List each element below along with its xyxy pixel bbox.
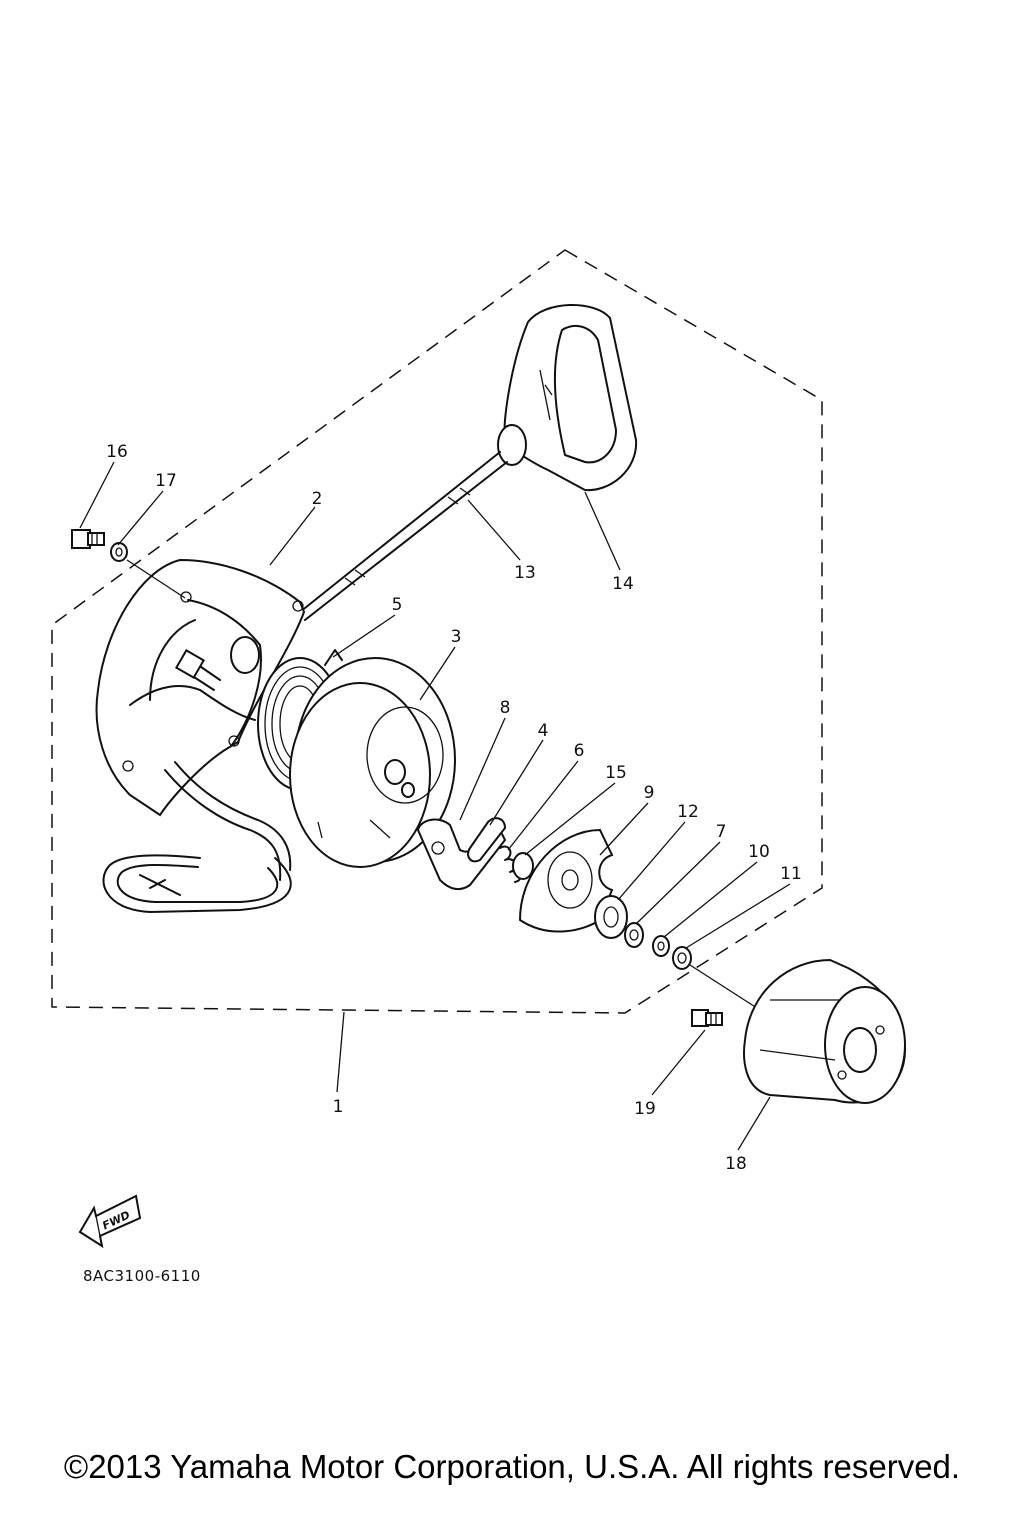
starter-rope-part <box>299 451 508 621</box>
callout-12: 12 <box>677 802 699 822</box>
collar-11-part <box>672 946 692 970</box>
return-spring-part <box>467 817 507 863</box>
callout-labels: 16 17 2 13 14 5 3 8 4 6 15 9 12 7 10 11 … <box>106 442 802 1174</box>
callout-4: 4 <box>538 721 549 741</box>
starter-case-part <box>95 558 306 881</box>
starter-handle-part <box>497 303 638 492</box>
callout-18: 18 <box>725 1154 747 1174</box>
pulley-axis-line <box>689 964 761 1011</box>
callout-11: 11 <box>780 864 802 884</box>
callout-14: 14 <box>612 574 634 594</box>
callout-10: 10 <box>748 842 770 862</box>
forward-arrow-icon: FWD <box>78 1194 142 1249</box>
diagram-reference-code: 8AC3100-6110 <box>83 1267 201 1285</box>
callout-2: 2 <box>312 489 323 509</box>
callout-15: 15 <box>605 763 627 783</box>
callout-9: 9 <box>644 783 655 803</box>
callout-7: 7 <box>716 822 727 842</box>
assembly-axis-line <box>126 559 186 599</box>
callout-19: 19 <box>634 1099 656 1119</box>
bolt-part <box>71 529 105 549</box>
rope-coil <box>102 854 292 913</box>
washer-7-part <box>624 922 644 948</box>
starter-pulley-part <box>743 958 907 1104</box>
callout-6: 6 <box>574 741 585 761</box>
callout-1: 1 <box>333 1097 344 1117</box>
washer-12-part <box>594 895 628 939</box>
washer-part <box>110 542 128 562</box>
washer-10-part <box>652 935 670 957</box>
assembly-boundary <box>51 249 823 1014</box>
leader-lines <box>79 461 791 1151</box>
sheave-drum-part <box>289 657 456 868</box>
callout-3: 3 <box>451 627 462 647</box>
copyright-notice: ©2013 Yamaha Motor Corporation, U.S.A. A… <box>63 1448 961 1485</box>
callout-8: 8 <box>500 698 511 718</box>
drive-plate-part <box>518 828 614 933</box>
callout-13: 13 <box>514 563 536 583</box>
spacer-part <box>512 852 534 880</box>
pulley-bolt-part <box>691 1009 723 1027</box>
callout-5: 5 <box>392 595 403 615</box>
callout-16: 16 <box>106 442 128 462</box>
callout-17: 17 <box>155 471 177 491</box>
